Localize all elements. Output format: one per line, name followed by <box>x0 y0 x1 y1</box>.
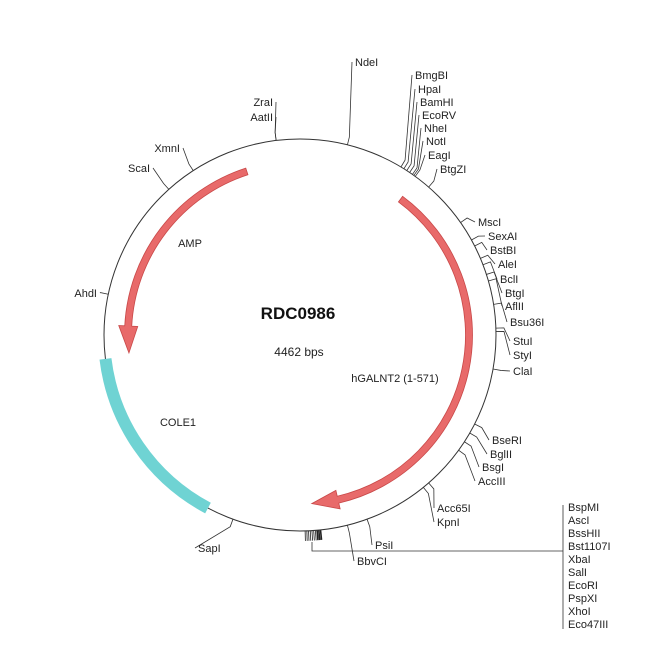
site-leader-aflii <box>488 278 503 307</box>
mcs-label-ecori[interactable]: EcoRI <box>568 580 598 592</box>
site-label-scai[interactable]: ScaI <box>128 163 150 175</box>
site-label-bbvci[interactable]: BbvCI <box>357 556 387 568</box>
site-leader-psii <box>366 519 373 546</box>
site-label-acc65i[interactable]: Acc65I <box>437 503 471 515</box>
mcs-label-xbai[interactable]: XbaI <box>568 554 591 566</box>
mcs-tick <box>309 530 312 541</box>
site-leader-hpai <box>403 88 416 169</box>
site-label-bsgi[interactable]: BsgI <box>482 462 504 474</box>
site-leader-bmgbi <box>400 74 413 168</box>
site-leader-bstbi <box>474 241 488 251</box>
plasmid-size: 4462 bps <box>274 345 323 359</box>
site-label-aatii[interactable]: AatII <box>250 112 273 124</box>
mcs-tick <box>316 530 319 541</box>
site-leader-kpni <box>423 487 435 523</box>
site-leader-ahdi <box>99 292 109 295</box>
site-leader-bamhi <box>406 101 418 171</box>
site-leader-styi <box>495 331 511 356</box>
site-label-bglii[interactable]: BglII <box>490 449 512 461</box>
site-label-noti[interactable]: NotI <box>426 136 446 148</box>
mcs-tick <box>313 530 315 541</box>
mcs-label-bst1107i[interactable]: Bst1107I <box>568 541 611 553</box>
site-leader-acciii <box>458 449 476 482</box>
feature-label-cole1: COLE1 <box>160 417 196 429</box>
site-label-stui[interactable]: StuI <box>513 336 533 348</box>
site-label-bstbi[interactable]: BstBI <box>490 245 516 257</box>
mcs-tick <box>314 530 317 541</box>
site-leader-stui <box>495 327 511 342</box>
site-label-btgi[interactable]: BtgI <box>505 288 525 300</box>
site-leader-xmni <box>182 147 194 171</box>
mcs-tick <box>317 530 321 541</box>
site-label-psii[interactable]: PsiI <box>375 540 393 552</box>
site-leader-ndei <box>347 61 353 145</box>
site-label-sapi[interactable]: SapI <box>198 543 221 555</box>
site-label-bseri[interactable]: BseRI <box>492 435 522 447</box>
site-leader-bglii <box>469 432 488 455</box>
mcs-label-pspxi[interactable]: PspXI <box>568 593 597 605</box>
site-leader-alei <box>480 254 496 265</box>
site-label-bmgbi[interactable]: BmgBI <box>415 70 448 82</box>
site-leader-btgzi <box>428 168 438 188</box>
site-leader-bseri <box>474 423 490 441</box>
feature-arc-amp <box>118 167 249 355</box>
site-leader-ecorv <box>409 114 420 173</box>
site-label-kpni[interactable]: KpnI <box>437 517 460 529</box>
site-label-nhei[interactable]: NheI <box>424 123 447 135</box>
site-label-acciii[interactable]: AccIII <box>478 476 506 488</box>
site-label-ndei[interactable]: NdeI <box>355 57 378 69</box>
site-label-bsu36i[interactable]: Bsu36I <box>510 317 544 329</box>
site-leader-noti <box>413 140 424 176</box>
feature-arc-hgalnt2 <box>310 195 473 510</box>
mcs-label-xhoi[interactable]: XhoI <box>568 606 591 618</box>
feature-label-hgalnt2: hGALNT2 (1-571) <box>351 373 438 385</box>
site-leader-bbvci <box>347 525 355 562</box>
site-label-styi[interactable]: StyI <box>513 350 532 362</box>
mcs-label-bsshii[interactable]: BssHII <box>568 528 600 540</box>
site-leader-bsu36i <box>493 302 508 323</box>
mcs-tick <box>319 529 323 540</box>
mcs-label-eco47iii[interactable]: Eco47III <box>568 619 608 631</box>
mcs-label-asci[interactable]: AscI <box>568 515 589 527</box>
site-label-xmni[interactable]: XmnI <box>154 143 180 155</box>
site-label-ecorv[interactable]: EcoRV <box>422 110 457 122</box>
plasmid-backbone <box>103 138 497 532</box>
site-leader-msci <box>460 217 476 223</box>
site-label-sexai[interactable]: SexAI <box>488 231 517 243</box>
feature-label-amp: AMP <box>178 238 202 250</box>
site-label-eagi[interactable]: EagI <box>428 150 451 162</box>
site-leader-sapi <box>194 519 234 549</box>
site-label-msci[interactable]: MscI <box>478 217 501 229</box>
site-leader-acc65i <box>428 482 435 509</box>
mcs-label-sali[interactable]: SalI <box>568 567 587 579</box>
site-label-zrai[interactable]: ZraI <box>253 97 273 109</box>
site-label-ahdi[interactable]: AhdI <box>74 288 97 300</box>
site-leader-sexai <box>471 235 486 241</box>
site-leader-eagi <box>414 154 426 177</box>
site-label-alei[interactable]: AleI <box>498 259 517 271</box>
site-label-bamhi[interactable]: BamHI <box>420 97 454 109</box>
plasmid-name: RDC0986 <box>261 304 336 323</box>
mcs-label-bspmi[interactable]: BspMI <box>568 502 599 514</box>
mcs-leader <box>311 542 563 552</box>
site-leader-scai <box>152 167 170 190</box>
site-label-hpai[interactable]: HpaI <box>418 84 441 96</box>
site-leader-bsgi <box>464 441 480 468</box>
site-label-btgzi[interactable]: BtgZI <box>440 164 466 176</box>
site-leader-clai <box>492 368 511 372</box>
site-leader-nhei <box>412 127 422 175</box>
site-leader-btgi <box>486 271 503 294</box>
site-label-bcli[interactable]: BclI <box>500 274 518 286</box>
mcs-tick <box>311 530 313 541</box>
site-label-clai[interactable]: ClaI <box>513 366 533 378</box>
feature-arc-cole1 <box>99 358 211 514</box>
site-label-aflii[interactable]: AflII <box>505 301 524 313</box>
site-leader-aatii <box>274 116 277 141</box>
